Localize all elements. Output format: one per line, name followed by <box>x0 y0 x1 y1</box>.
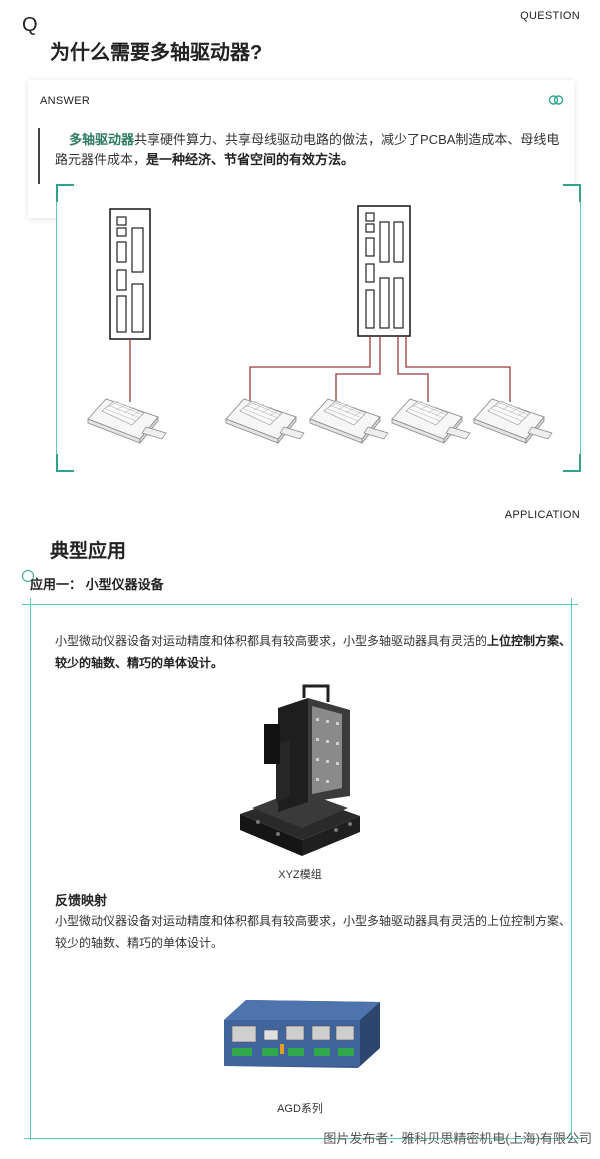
question-title: 为什么需要多轴驱动器? <box>50 42 263 64</box>
agd-drive-image <box>224 1000 380 1068</box>
frame-corner <box>56 184 74 202</box>
question-letter: Q <box>22 14 38 36</box>
drive-diagram <box>87 205 553 444</box>
application-paragraph-2: 小型微动仪器设备对运动精度和体积都具有较高要求，小型多轴驱动器具有灵活的上位控制… <box>55 914 572 950</box>
frame-top-line <box>22 604 578 605</box>
question-tag: QUESTION <box>520 10 580 22</box>
section-heading: 反馈映射 <box>55 893 108 908</box>
motion-stage <box>309 398 389 444</box>
frame-left-line <box>30 598 31 1140</box>
publisher-watermark: 图片发布者：雅科贝思精密机电(上海)有限公司 <box>323 1131 592 1146</box>
application-tag: APPLICATION <box>504 509 580 521</box>
rings-icon <box>548 95 564 105</box>
motion-stage <box>391 398 471 444</box>
frame-corner <box>56 454 74 472</box>
answer-highlight: 多轴驱动器 <box>69 132 135 147</box>
answer-body: 共享硬件算力、共享母线驱动电路的做法，减少了PCBA制造成本、母线电路元器件成本… <box>55 132 560 167</box>
motion-stage <box>473 398 553 444</box>
application-title: 典型应用 <box>50 541 127 562</box>
motion-stage <box>87 398 167 444</box>
answer-text: 多轴驱动器共享硬件算力、共享母线驱动电路的做法，减少了PCBA制造成本、母线电路… <box>55 130 563 170</box>
answer-bold: 是一种经济、节省空间的有效方法。 <box>146 152 355 167</box>
single-axis-drive <box>109 208 151 340</box>
motion-stage <box>225 398 305 444</box>
answer-bar <box>38 128 40 184</box>
application-paragraph-1: 小型微动仪器设备对运动精度和体积都具有较高要求，小型多轴驱动器具有灵活的上位控制… <box>55 634 572 670</box>
application-subtitle: 应用一： 小型仪器设备 <box>30 577 164 592</box>
xyz-module-image <box>240 684 360 856</box>
frame-right-line <box>571 598 572 1140</box>
circle-icon <box>22 570 34 582</box>
frame-corner <box>563 454 581 472</box>
answer-label: ANSWER <box>40 95 91 107</box>
caption-agd-series: AGD系列 <box>277 1103 323 1115</box>
frame-bottom-line <box>24 1138 584 1139</box>
frame-corner <box>563 184 581 202</box>
caption-xyz-module: XYZ模组 <box>278 869 322 881</box>
multi-axis-drive <box>357 205 411 337</box>
